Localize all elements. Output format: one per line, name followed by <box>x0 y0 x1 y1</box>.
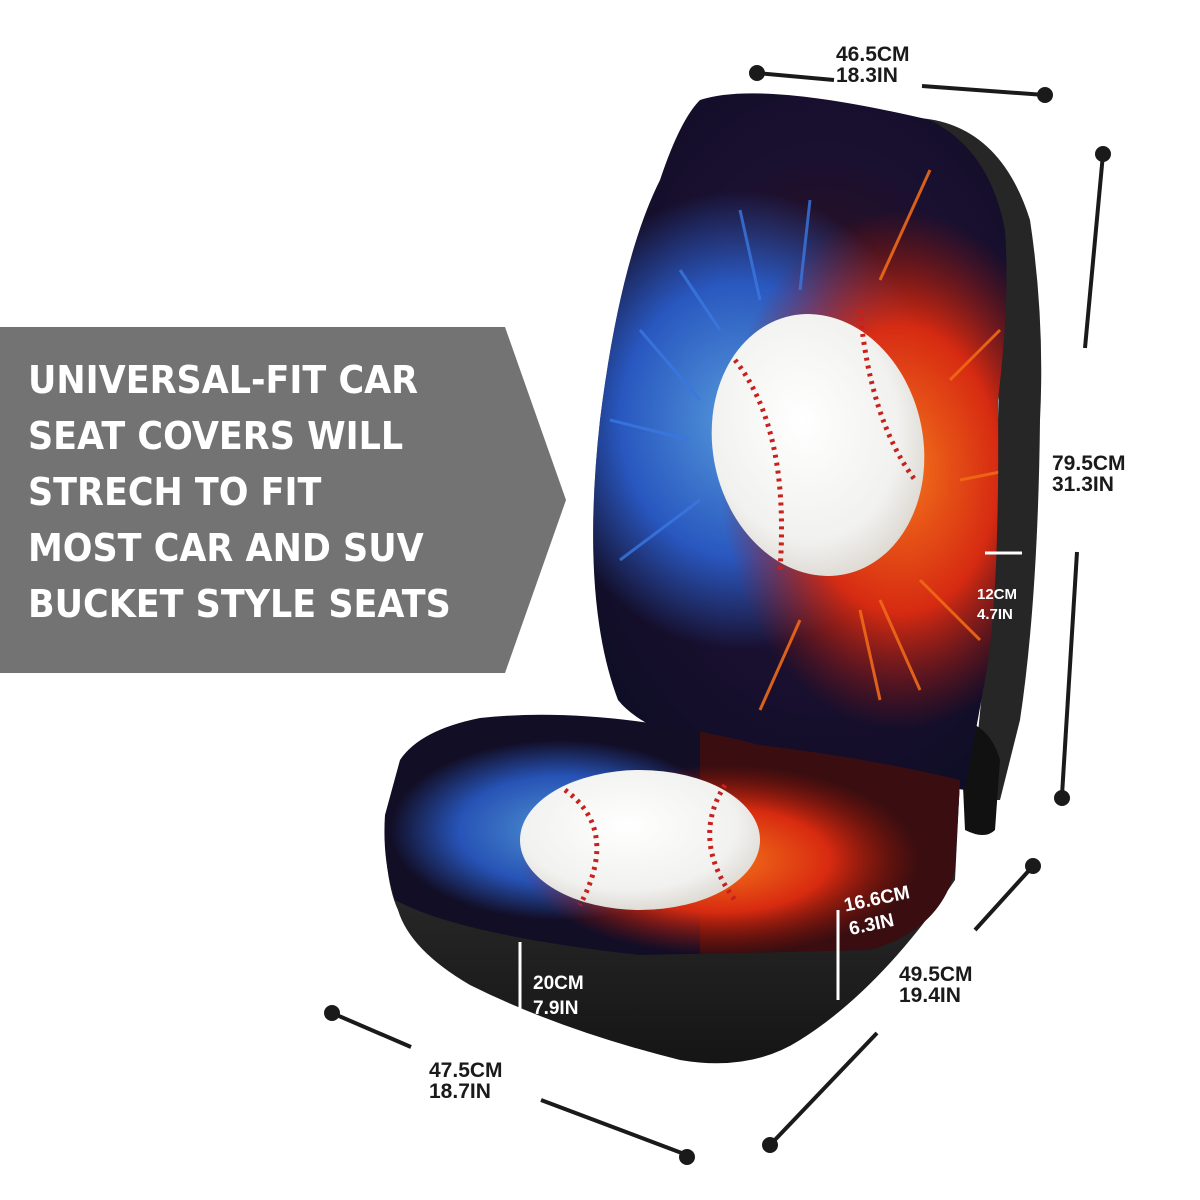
total-height-label: 79.5CM 31.3IN <box>1052 452 1126 496</box>
feature-banner-text: UNIVERSAL-FIT CAR SEAT COVERS WILL STREC… <box>28 352 506 632</box>
seat-width-label: 47.5CM 18.7IN <box>429 1059 503 1103</box>
banner-line-5: BUCKET STYLE SEATS <box>28 582 451 626</box>
banner-line-1: UNIVERSAL-FIT CAR <box>28 358 419 402</box>
dimension-lines <box>324 65 1111 1165</box>
top-width-label: 46.5CM 18.3IN <box>836 43 910 87</box>
side-depth-label: 12CM 4.7IN <box>977 586 1018 623</box>
feature-banner <box>0 327 566 673</box>
backrest-print <box>593 93 1007 791</box>
seat-depth-label: 49.5CM 19.4IN <box>899 963 973 1007</box>
backrest-side-panel <box>920 118 1042 800</box>
seat-front-height-label: 20CM 7.9IN <box>533 973 584 1019</box>
banner-line-3: STRECH TO FIT <box>28 470 322 514</box>
seat-side-panel <box>384 780 960 1064</box>
banner-line-4: MOST CAR AND SUV <box>28 526 424 570</box>
banner-line-2: SEAT COVERS WILL <box>28 414 404 458</box>
